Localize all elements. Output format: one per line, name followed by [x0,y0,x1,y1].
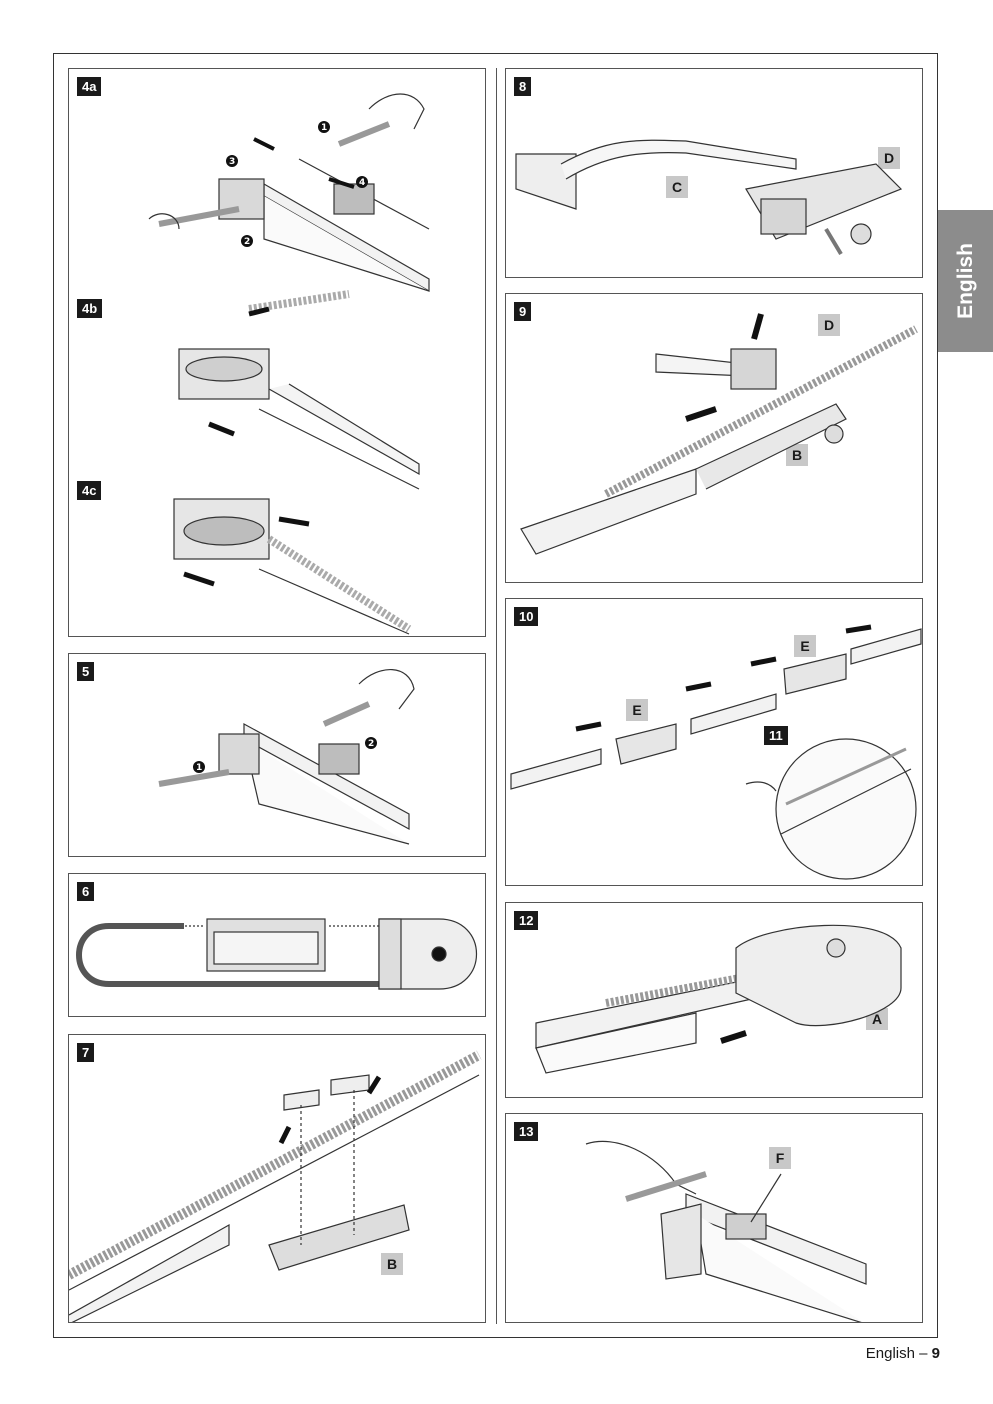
rail-joining-illustration [510,624,922,880]
motor-rail-illustration [535,924,902,1074]
label-c: C [666,176,688,198]
panel-5: 5 1 2 [68,653,486,857]
figure-number-6: 6 [77,882,95,901]
page-number: 9 [931,1345,940,1362]
figure-number-9: 9 [514,302,532,321]
label-b-p9: B [786,444,808,466]
page-frame [53,53,938,1338]
panel-12: 12 A [505,902,923,1098]
carriage-arm-illustration [520,313,918,555]
motor-assembly-illustration: 1 2 3 4 [148,93,430,635]
figure-number-5: 5 [77,662,95,681]
step-2-label-p5: 2 [368,739,374,749]
figure-number-4a: 4a [77,77,102,96]
panel-13: 13 F [505,1113,923,1323]
belt-loop-illustration [76,918,478,990]
rail-carriage-illustration [69,1050,482,1322]
figure-number-8: 8 [514,77,532,96]
label-e-2: E [794,635,816,657]
figure-number-4c: 4c [77,481,102,500]
arm-bracket-illustration [515,139,903,256]
step-4-label: 4 [359,178,365,188]
panel-7: 7 B [68,1034,486,1323]
label-d: D [878,147,900,169]
label-b: B [381,1253,403,1275]
step-1-label-p5: 1 [196,763,202,773]
label-e-1: E [626,699,648,721]
figure-number-12: 12 [514,911,539,930]
panel-6: 6 [68,873,486,1017]
step-1-label: 1 [321,123,327,133]
step-2-label: 2 [244,237,250,247]
label-f: F [769,1147,791,1169]
language-tab: English [938,210,993,352]
panel-10: 10 11 E E [505,598,923,886]
adjustment-screw-illustration [585,1140,867,1322]
panel-9: 9 D B [505,293,923,583]
figure-number-10: 10 [514,607,539,626]
figure-number-7: 7 [77,1043,95,1062]
figure-number-13: 13 [514,1122,539,1141]
panel-4: 4a 4b 4c [68,68,486,637]
page-footer: English – 9 [866,1345,940,1362]
figure-number-4b: 4b [77,299,103,318]
figure-number-11: 11 [764,726,788,745]
step-3-label: 3 [229,157,235,167]
footer-text: English – [865,1345,932,1362]
motor-unscrew-illustration: 1 2 [158,669,415,845]
label-d-p9: D [818,314,840,336]
column-divider [496,68,497,1324]
language-tab-label: English [953,243,977,319]
panel-8: 8 C D [505,68,923,278]
